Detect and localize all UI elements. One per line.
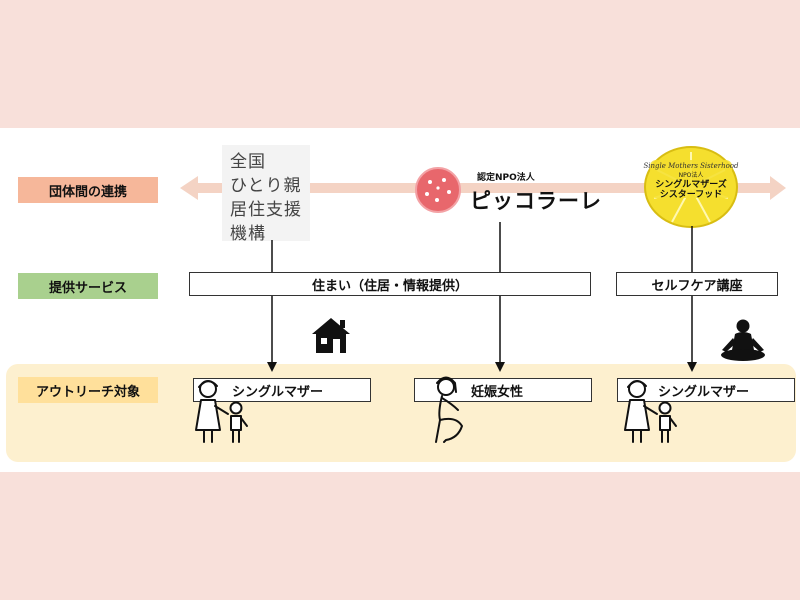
lemon-logo-icon: Single Mothers Sisterhood NPO法人 シングルマザーズ… (644, 146, 740, 228)
row-label-services: 提供サービス (18, 273, 158, 299)
service-housing: 住まい（住居・情報提供） (189, 272, 591, 296)
org-pikko-name: ピッコラーレ (470, 189, 602, 213)
arrowhead-2 (495, 362, 505, 372)
row-label-outreach: アウトリーチ対象 (18, 377, 158, 403)
org-zenkoku-line-2: ひとり親 (230, 176, 302, 196)
target-single-mother-2: シングルマザー (617, 378, 795, 402)
sm-logo-script-text: Single Mothers Sisterhood (644, 162, 740, 170)
arrowhead-3 (687, 362, 697, 372)
org-zenkoku-logo: 全国 ひとり親 居住支援 機構 (222, 145, 310, 244)
org-pikko-caption: 認定NPO法人 (477, 173, 535, 183)
target-single-mother-1: シングルマザー (193, 378, 371, 402)
org-zenkoku-line-4: 機構 (230, 224, 266, 244)
watermelon-logo-icon (415, 167, 461, 213)
sm-logo-npo: NPO法人 (679, 171, 704, 179)
service-selfcare: セルフケア講座 (616, 272, 778, 296)
org-zenkoku-line-3: 居住支援 (230, 200, 302, 220)
sm-logo-name-line2: シスターフッド (660, 188, 722, 200)
sm-logo-name-line1: シングルマザーズ (655, 178, 727, 190)
arrowhead-1 (267, 362, 277, 372)
row-label-collaboration: 団体間の連携 (18, 177, 158, 203)
org-zenkoku-line-1: 全国 (230, 152, 266, 172)
